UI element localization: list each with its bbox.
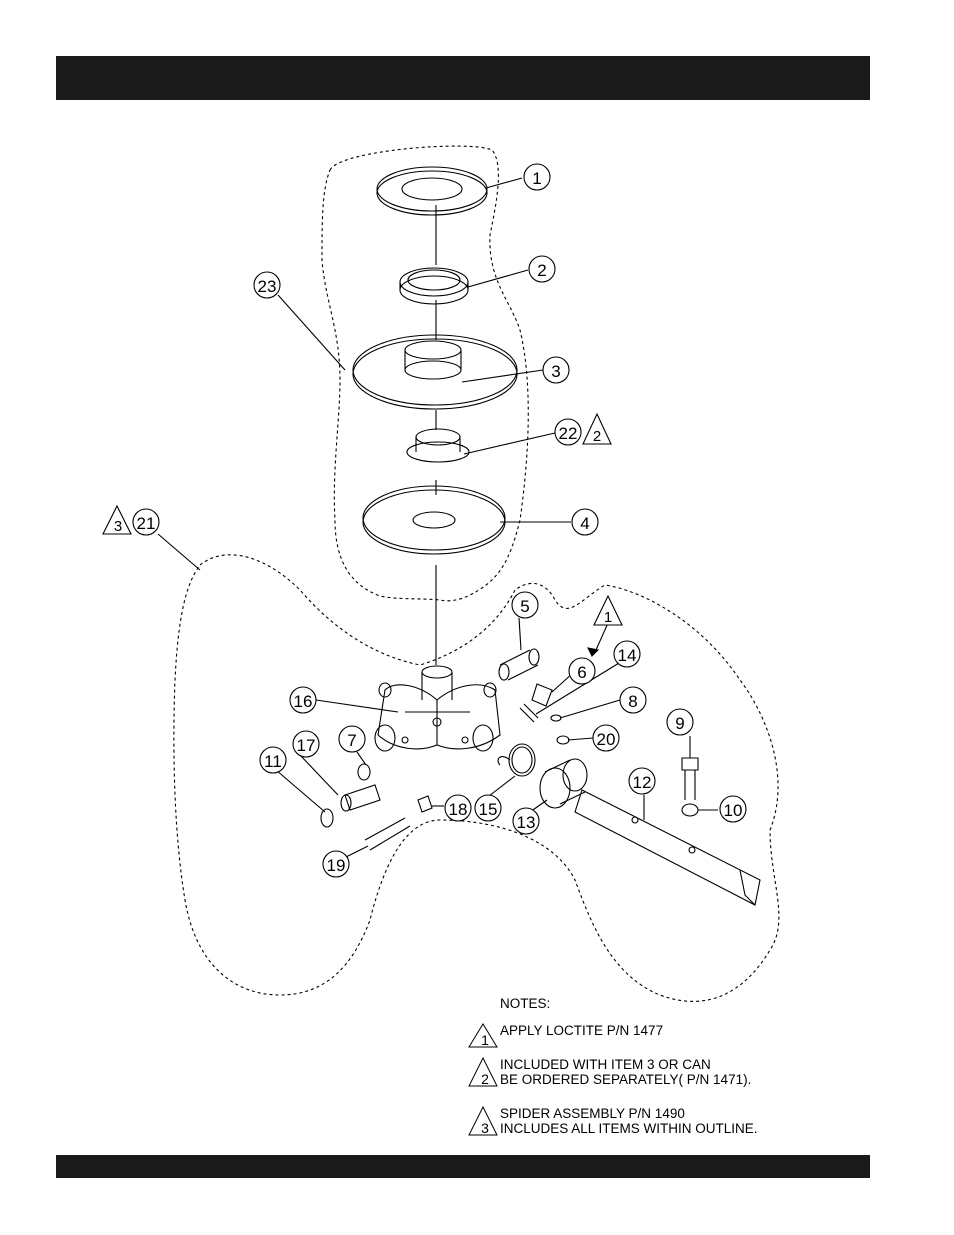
svg-text:6: 6	[577, 663, 586, 682]
note-3-line-1: SPIDER ASSEMBLY P/N 1490	[500, 1106, 868, 1121]
flag-1-triangle: 1	[594, 596, 622, 626]
part-22-bushing	[407, 429, 469, 462]
part-13-collar	[540, 759, 587, 808]
outline-item-21	[174, 555, 779, 1002]
callout-19: 19	[323, 851, 349, 877]
part-7-lockwasher	[358, 764, 370, 780]
svg-text:12: 12	[633, 773, 652, 792]
svg-text:7: 7	[347, 731, 356, 750]
callout-8: 8	[620, 687, 646, 713]
part-17-plunger	[341, 785, 380, 811]
part-19-rod	[365, 818, 410, 850]
leader-lines	[158, 178, 718, 858]
svg-text:5: 5	[520, 597, 529, 616]
note-2-line-2: BE ORDERED SEPARATELY( P/N 1471).	[500, 1072, 868, 1087]
callout-18: 18	[445, 795, 471, 821]
note-3: 3 SPIDER ASSEMBLY P/N 1490 INCLUDES ALL …	[468, 1106, 868, 1136]
notes-heading: NOTES:	[500, 996, 868, 1011]
svg-text:21: 21	[137, 514, 156, 533]
svg-text:23: 23	[258, 277, 277, 296]
svg-text:2: 2	[537, 261, 546, 280]
part-20-washer	[557, 736, 569, 744]
note-2-flag-triangle: 2	[468, 1057, 498, 1087]
flag-2-triangle: 2	[583, 414, 611, 445]
svg-text:1: 1	[481, 1032, 489, 1048]
svg-text:8: 8	[628, 692, 637, 711]
part-15-spring	[498, 744, 535, 776]
svg-text:4: 4	[580, 514, 589, 533]
callout-11: 11	[260, 747, 286, 773]
svg-text:9: 9	[675, 714, 684, 733]
part-1-washer	[377, 167, 487, 215]
svg-text:1: 1	[604, 609, 612, 626]
part-18-nut	[418, 796, 432, 812]
note-2-line-1: INCLUDED WITH ITEM 3 OR CAN	[500, 1057, 868, 1072]
callout-2: 2	[529, 256, 555, 282]
notes-section: NOTES: 1 APPLY LOCTITE P/N 1477 2 INCLUD…	[468, 996, 868, 1136]
callout-13: 13	[513, 808, 539, 834]
footer-bar	[56, 1155, 870, 1178]
svg-text:16: 16	[294, 692, 313, 711]
svg-text:17: 17	[297, 736, 316, 755]
part-11-knob	[321, 809, 333, 827]
svg-text:14: 14	[618, 646, 637, 665]
callout-21: 21	[133, 509, 159, 535]
svg-text:19: 19	[327, 856, 346, 875]
callout-7: 7	[339, 726, 365, 752]
svg-text:13: 13	[517, 813, 536, 832]
svg-text:15: 15	[479, 800, 498, 819]
part-14-pin	[520, 704, 538, 722]
part-3-plate	[353, 335, 517, 409]
svg-text:3: 3	[481, 1120, 489, 1136]
svg-text:2: 2	[593, 428, 601, 445]
part-8-washer	[551, 715, 561, 721]
svg-text:22: 22	[559, 424, 578, 443]
svg-text:3: 3	[114, 518, 122, 535]
note-1-flag-triangle: 1	[468, 1023, 498, 1049]
callout-23: 23	[254, 272, 280, 298]
callout-10: 10	[720, 796, 746, 822]
callout-14: 14	[614, 641, 640, 667]
callout-20: 20	[593, 725, 619, 751]
callout-3: 3	[543, 357, 569, 383]
svg-text:2: 2	[481, 1071, 489, 1087]
svg-text:10: 10	[724, 801, 743, 820]
callout-17: 17	[293, 731, 319, 757]
part-5-sleeve	[499, 649, 539, 680]
svg-text:1: 1	[532, 169, 541, 188]
callout-9: 9	[667, 709, 693, 735]
callout-22: 22	[555, 419, 581, 445]
part-9-bolt	[682, 758, 698, 800]
note-1: 1 APPLY LOCTITE P/N 1477	[468, 1023, 868, 1038]
note-1-line-1: APPLY LOCTITE P/N 1477	[500, 1023, 868, 1038]
part-16-spider-hub	[375, 666, 500, 751]
part-2-bearing	[400, 268, 468, 304]
svg-text:20: 20	[597, 730, 616, 749]
part-4-washer	[363, 486, 505, 554]
callout-12: 12	[629, 768, 655, 794]
svg-text:18: 18	[449, 800, 468, 819]
svg-text:3: 3	[551, 362, 560, 381]
callout-4: 4	[572, 509, 598, 535]
callout-16: 16	[290, 687, 316, 713]
callout-15: 15	[475, 795, 501, 821]
note-3-flag-triangle: 3	[468, 1106, 498, 1136]
flag-3-triangle: 3	[103, 506, 131, 535]
part-6-screw	[532, 684, 552, 706]
callout-1: 1	[524, 164, 550, 190]
svg-text:11: 11	[264, 752, 282, 771]
note-2: 2 INCLUDED WITH ITEM 3 OR CAN BE ORDERED…	[468, 1057, 868, 1087]
part-10-washer	[682, 804, 698, 816]
callout-6: 6	[569, 658, 595, 684]
note-3-line-2: INCLUDES ALL ITEMS WITHIN OUTLINE.	[500, 1121, 868, 1136]
callout-5: 5	[512, 592, 538, 618]
